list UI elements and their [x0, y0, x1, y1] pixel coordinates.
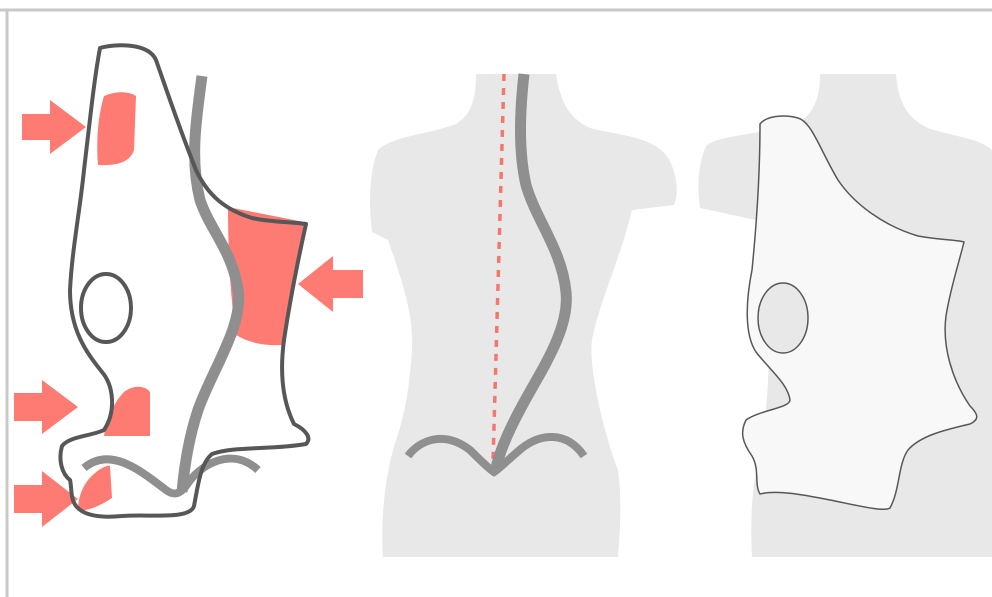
opening-circle-icon — [81, 274, 131, 342]
force-arrow-right — [298, 256, 363, 312]
force-arrow-upper-left — [22, 100, 86, 154]
opening-circle-icon — [758, 283, 808, 353]
pressure-pad-bottom — [78, 466, 112, 511]
spine-curve-icon — [182, 76, 239, 492]
panel-brace-on-torso — [698, 74, 992, 557]
pressure-pad-upper — [97, 92, 136, 165]
panel-torso-curved-spine — [370, 74, 677, 557]
force-arrow-lower-left — [14, 380, 78, 434]
panel-brace-pressure-points — [14, 45, 363, 527]
